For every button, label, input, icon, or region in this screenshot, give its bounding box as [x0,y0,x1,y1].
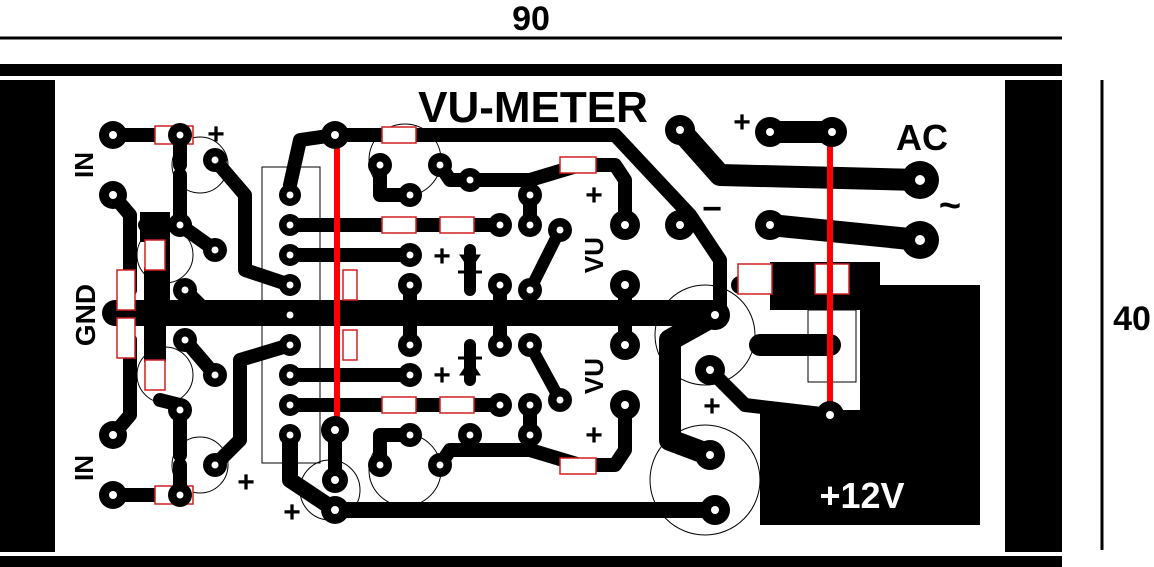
diode-bottom-icon [458,356,482,376]
diode-symbols [458,254,482,376]
supply-voltage-label: +12V [819,475,904,516]
height-dimension-label: 40 [1113,300,1151,338]
plus-sign-label: + [237,466,255,499]
vu-top-label: VU [579,237,609,273]
dimension-annotations: 90 40 [0,0,1151,550]
ac-label: AC [896,117,948,158]
input-top-label: IN [69,152,99,178]
plus-sign-label: + [733,106,751,139]
silkscreen-labels: VU-METER AC ~ GND IN IN VU VU +12V − + +… [69,83,961,529]
diode-top-icon [458,254,482,274]
plus-sign-label: + [433,240,451,273]
width-dimension-label: 90 [512,0,550,38]
plus-sign-label: + [207,118,225,151]
ac-tilde-label: ~ [939,185,961,227]
board-title: VU-METER [418,83,648,132]
component-outlines [136,123,857,536]
plus-sign-label: + [703,390,721,423]
plus-sign-label: + [585,419,603,452]
copper-pours [140,212,980,525]
plus-sign-label: + [433,359,451,392]
gnd-label: GND [70,284,101,346]
plus-sign-label: + [283,496,301,529]
pad-group-ic [279,184,301,446]
jumper-wires [334,132,833,425]
vu-bottom-label: VU [579,358,609,394]
minus-sign-label: − [702,190,722,228]
plus-sign-label: + [585,179,603,212]
input-bottom-label: IN [69,455,99,481]
board-outline [0,64,1062,567]
drill-holes [109,126,925,514]
